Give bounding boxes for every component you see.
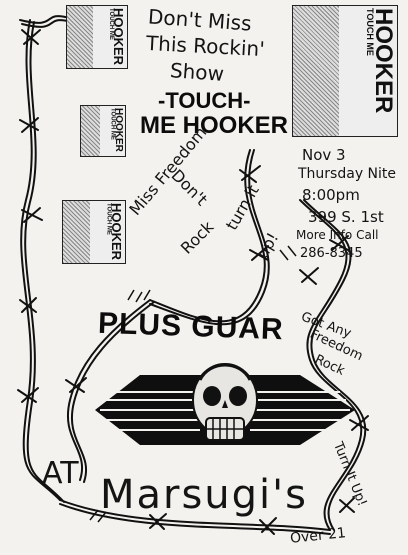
logo-sub-text: TOUCH ME (105, 203, 112, 235)
pinup-figure-image (81, 106, 101, 156)
touch-me-hooker-logo-large: HOOKER TOUCH ME (292, 5, 398, 137)
winged-skull-emblem (95, 363, 355, 445)
touch-me-hooker-logo-small: HOOKER TOUCH ME (66, 5, 128, 69)
touch-me-hooker-logo-tiny: HOOKER TOUCH ME (80, 105, 126, 157)
venue-prefix: AT (42, 456, 79, 491)
band-name-line-2: ME HOOKER (140, 112, 289, 139)
event-address: 399 S. 1st (308, 208, 384, 226)
logo-sub-text: TOUCH ME (107, 8, 114, 40)
event-time: 8:00pm (302, 186, 360, 204)
headline-line-3: Show (169, 58, 225, 86)
support-act: PLUS GUAR (97, 306, 285, 347)
logo-main-text: HOOKER (370, 8, 397, 114)
logo-main-text: HOOKER (113, 108, 124, 152)
pinup-figure-image (63, 201, 91, 263)
event-phone: 286-8345 (300, 246, 363, 261)
event-day: Thursday Nite (298, 166, 397, 182)
logo-main-text: HOOKER (109, 203, 124, 261)
pinup-figure-image (67, 6, 94, 68)
logo-main-text: HOOKER (111, 8, 126, 66)
band-name-line-1: -TOUCH- (158, 88, 251, 113)
logo-sub-text: TOUCH ME (365, 8, 376, 56)
venue-name: Marsugi's (100, 472, 308, 518)
touch-me-hooker-logo-medium: HOOKER TOUCH ME (62, 200, 126, 264)
event-more-info: More Info Call (296, 228, 379, 242)
event-date: Nov 3 (302, 146, 346, 164)
logo-sub-text: TOUCH ME (109, 108, 116, 140)
pinup-figure-image (293, 6, 339, 136)
